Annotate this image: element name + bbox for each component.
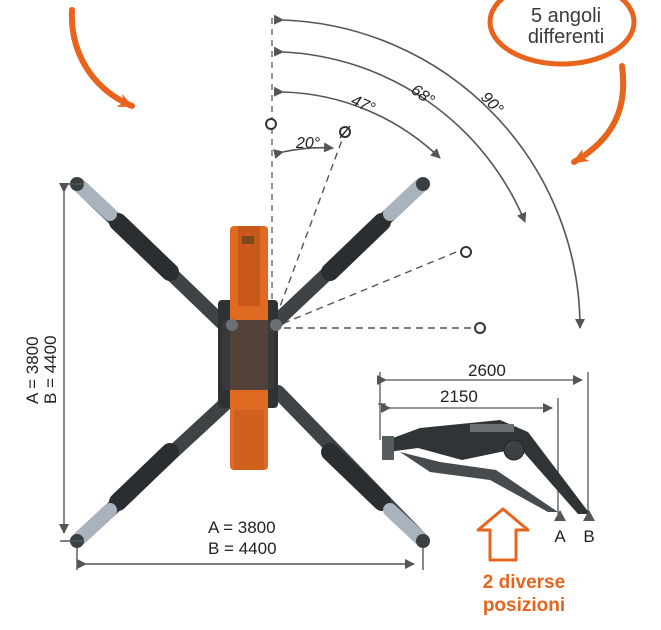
side-view-dimensions bbox=[377, 372, 589, 514]
position-b-label: B bbox=[583, 527, 594, 546]
vertical-dimension bbox=[59, 183, 84, 542]
machine-body bbox=[218, 226, 282, 470]
curved-arrow-right bbox=[571, 63, 627, 165]
up-arrow-icon bbox=[476, 507, 530, 562]
horizontal-dim-b: B = 4400 bbox=[208, 539, 277, 558]
position-a-label: A bbox=[554, 527, 566, 546]
bubble-line-2: differenti bbox=[528, 26, 604, 48]
vertical-dim-a: A = 3800 bbox=[23, 336, 42, 404]
side-view-outrigger bbox=[382, 420, 590, 514]
side-width-inner: 2150 bbox=[440, 387, 478, 406]
side-width-outer: 2600 bbox=[468, 361, 506, 380]
horizontal-dimension bbox=[76, 548, 424, 570]
bubble-line-1: 5 angoli bbox=[531, 5, 601, 27]
angle-label-20: 20° bbox=[295, 135, 321, 152]
boom-tip-markers bbox=[265, 118, 486, 334]
angle-label-90: 90° bbox=[477, 89, 506, 119]
horizontal-dim-a: A = 3800 bbox=[208, 518, 276, 537]
vertical-dim-b: B = 4400 bbox=[41, 335, 60, 404]
curved-arrow-left bbox=[68, 7, 135, 109]
outrigger-arms bbox=[73, 179, 427, 545]
foot-pads bbox=[554, 510, 595, 521]
boom-angle-lines bbox=[271, 131, 480, 329]
angles-bubble: 5 angoli differenti bbox=[487, 0, 637, 67]
angle-arcs bbox=[271, 14, 585, 340]
positions-caption-1: 2 diverse bbox=[483, 572, 565, 593]
angle-label-47: 47° bbox=[348, 92, 378, 118]
positions-caption-2: posizioni bbox=[483, 595, 565, 616]
